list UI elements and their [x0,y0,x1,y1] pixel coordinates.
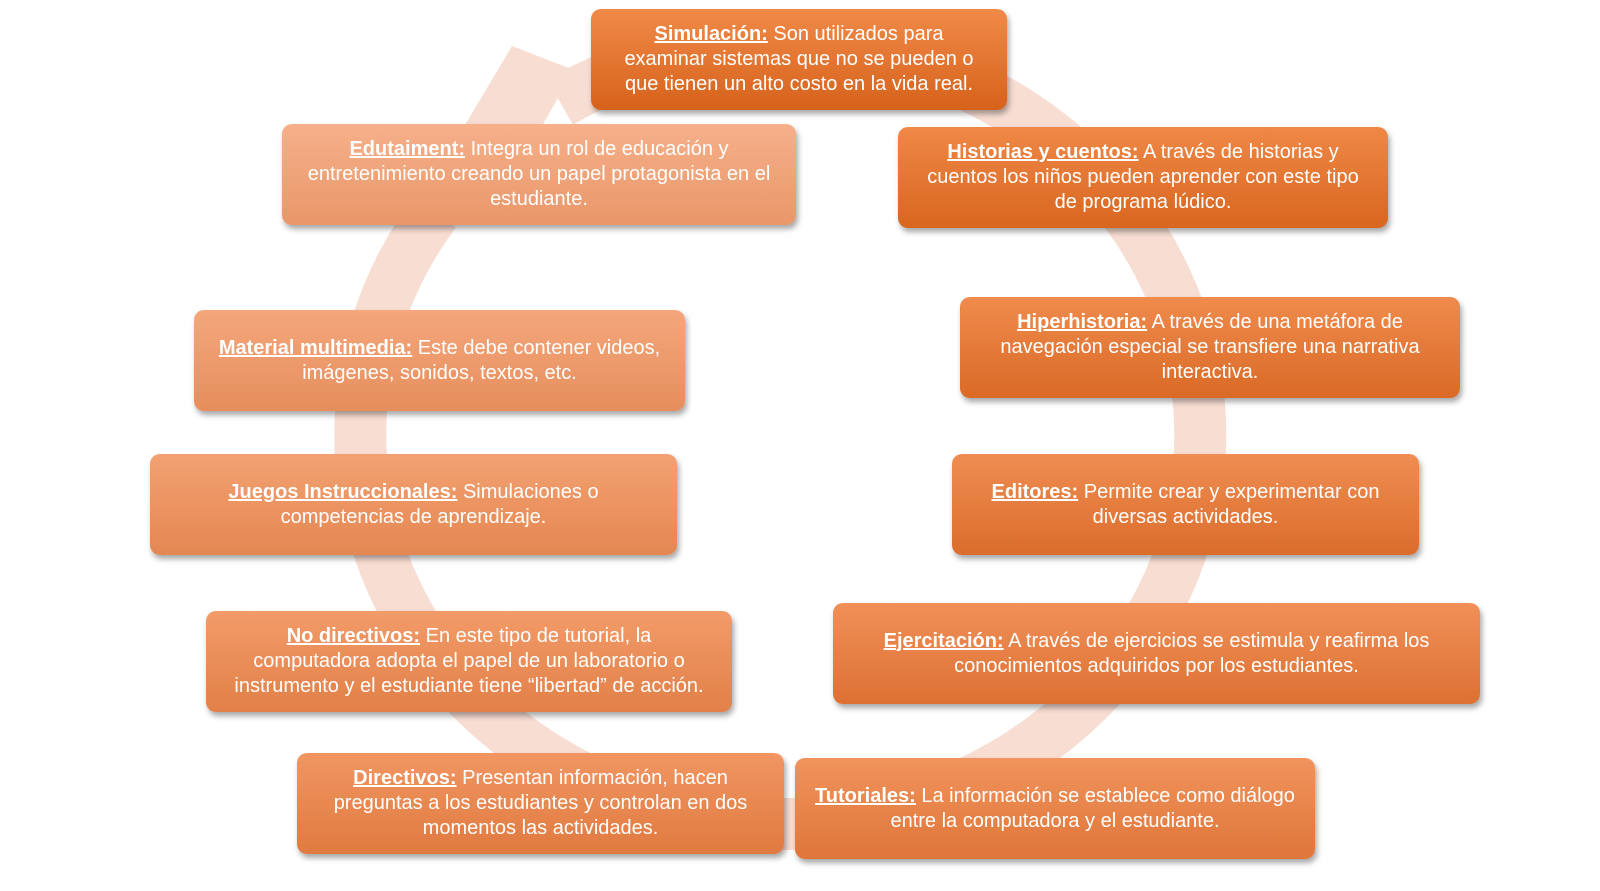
node-description: La información se establece como diálogo… [890,784,1295,832]
node-historias-y-cuentos: Historias y cuentos: A través de histori… [898,127,1388,228]
node-title: Edutaiment: [349,138,466,160]
node-description: A través de historias y cuentos los niño… [927,141,1359,213]
node-simulacion: Simulación: Son utilizados para examinar… [591,9,1007,110]
node-title: Ejercitación: [883,629,1004,652]
node-directivos: Directivos: Presentan información, hacen… [297,753,784,854]
node-edutaiment: Edutaiment: Integra un rol de educación … [282,124,796,225]
node-title: Hiperhistoria: [1017,311,1148,333]
node-description: Este debe contener videos, imágenes, son… [302,336,661,384]
node-description: Simulaciones o competencias de aprendiza… [280,480,599,528]
node-title: Directivos: [353,767,457,789]
node-description: A través de una metáfora de navegación e… [1000,311,1420,383]
node-title: Juegos Instruccionales: [228,480,458,503]
node-title: Simulación: [654,23,768,45]
node-editores: Editores: Permite crear y experimentar c… [952,454,1419,555]
node-hiperhistoria: Hiperhistoria: A través de una metáfora … [960,297,1460,398]
node-description: Presentan información, hacen preguntas a… [333,767,748,839]
node-description: Son utilizados para examinar sistemas qu… [624,23,974,95]
node-title: No directivos: [286,625,421,647]
node-title: Editores: [991,480,1079,503]
node-description: Permite crear y experimentar con diversa… [1083,480,1380,528]
node-title: Material multimedia: [218,336,413,359]
node-description: A través de ejercicios se estimula y rea… [954,629,1430,677]
node-title: Historias y cuentos: [947,141,1139,163]
node-description: En este tipo de tutorial, la computadora… [234,625,704,697]
node-description: Integra un rol de educación y entretenim… [307,138,771,210]
node-juegos-instruccionales: Juegos Instruccionales: Simulaciones o c… [150,454,677,555]
node-tutoriales: Tutoriales: La información se establece … [795,758,1315,859]
node-ejercitacion: Ejercitación: A través de ejercicios se … [833,603,1480,704]
node-material-multimedia: Material multimedia: Este debe contener … [194,310,685,411]
node-title: Tutoriales: [815,784,916,807]
node-no-directivos: No directivos: En este tipo de tutorial,… [206,611,732,712]
